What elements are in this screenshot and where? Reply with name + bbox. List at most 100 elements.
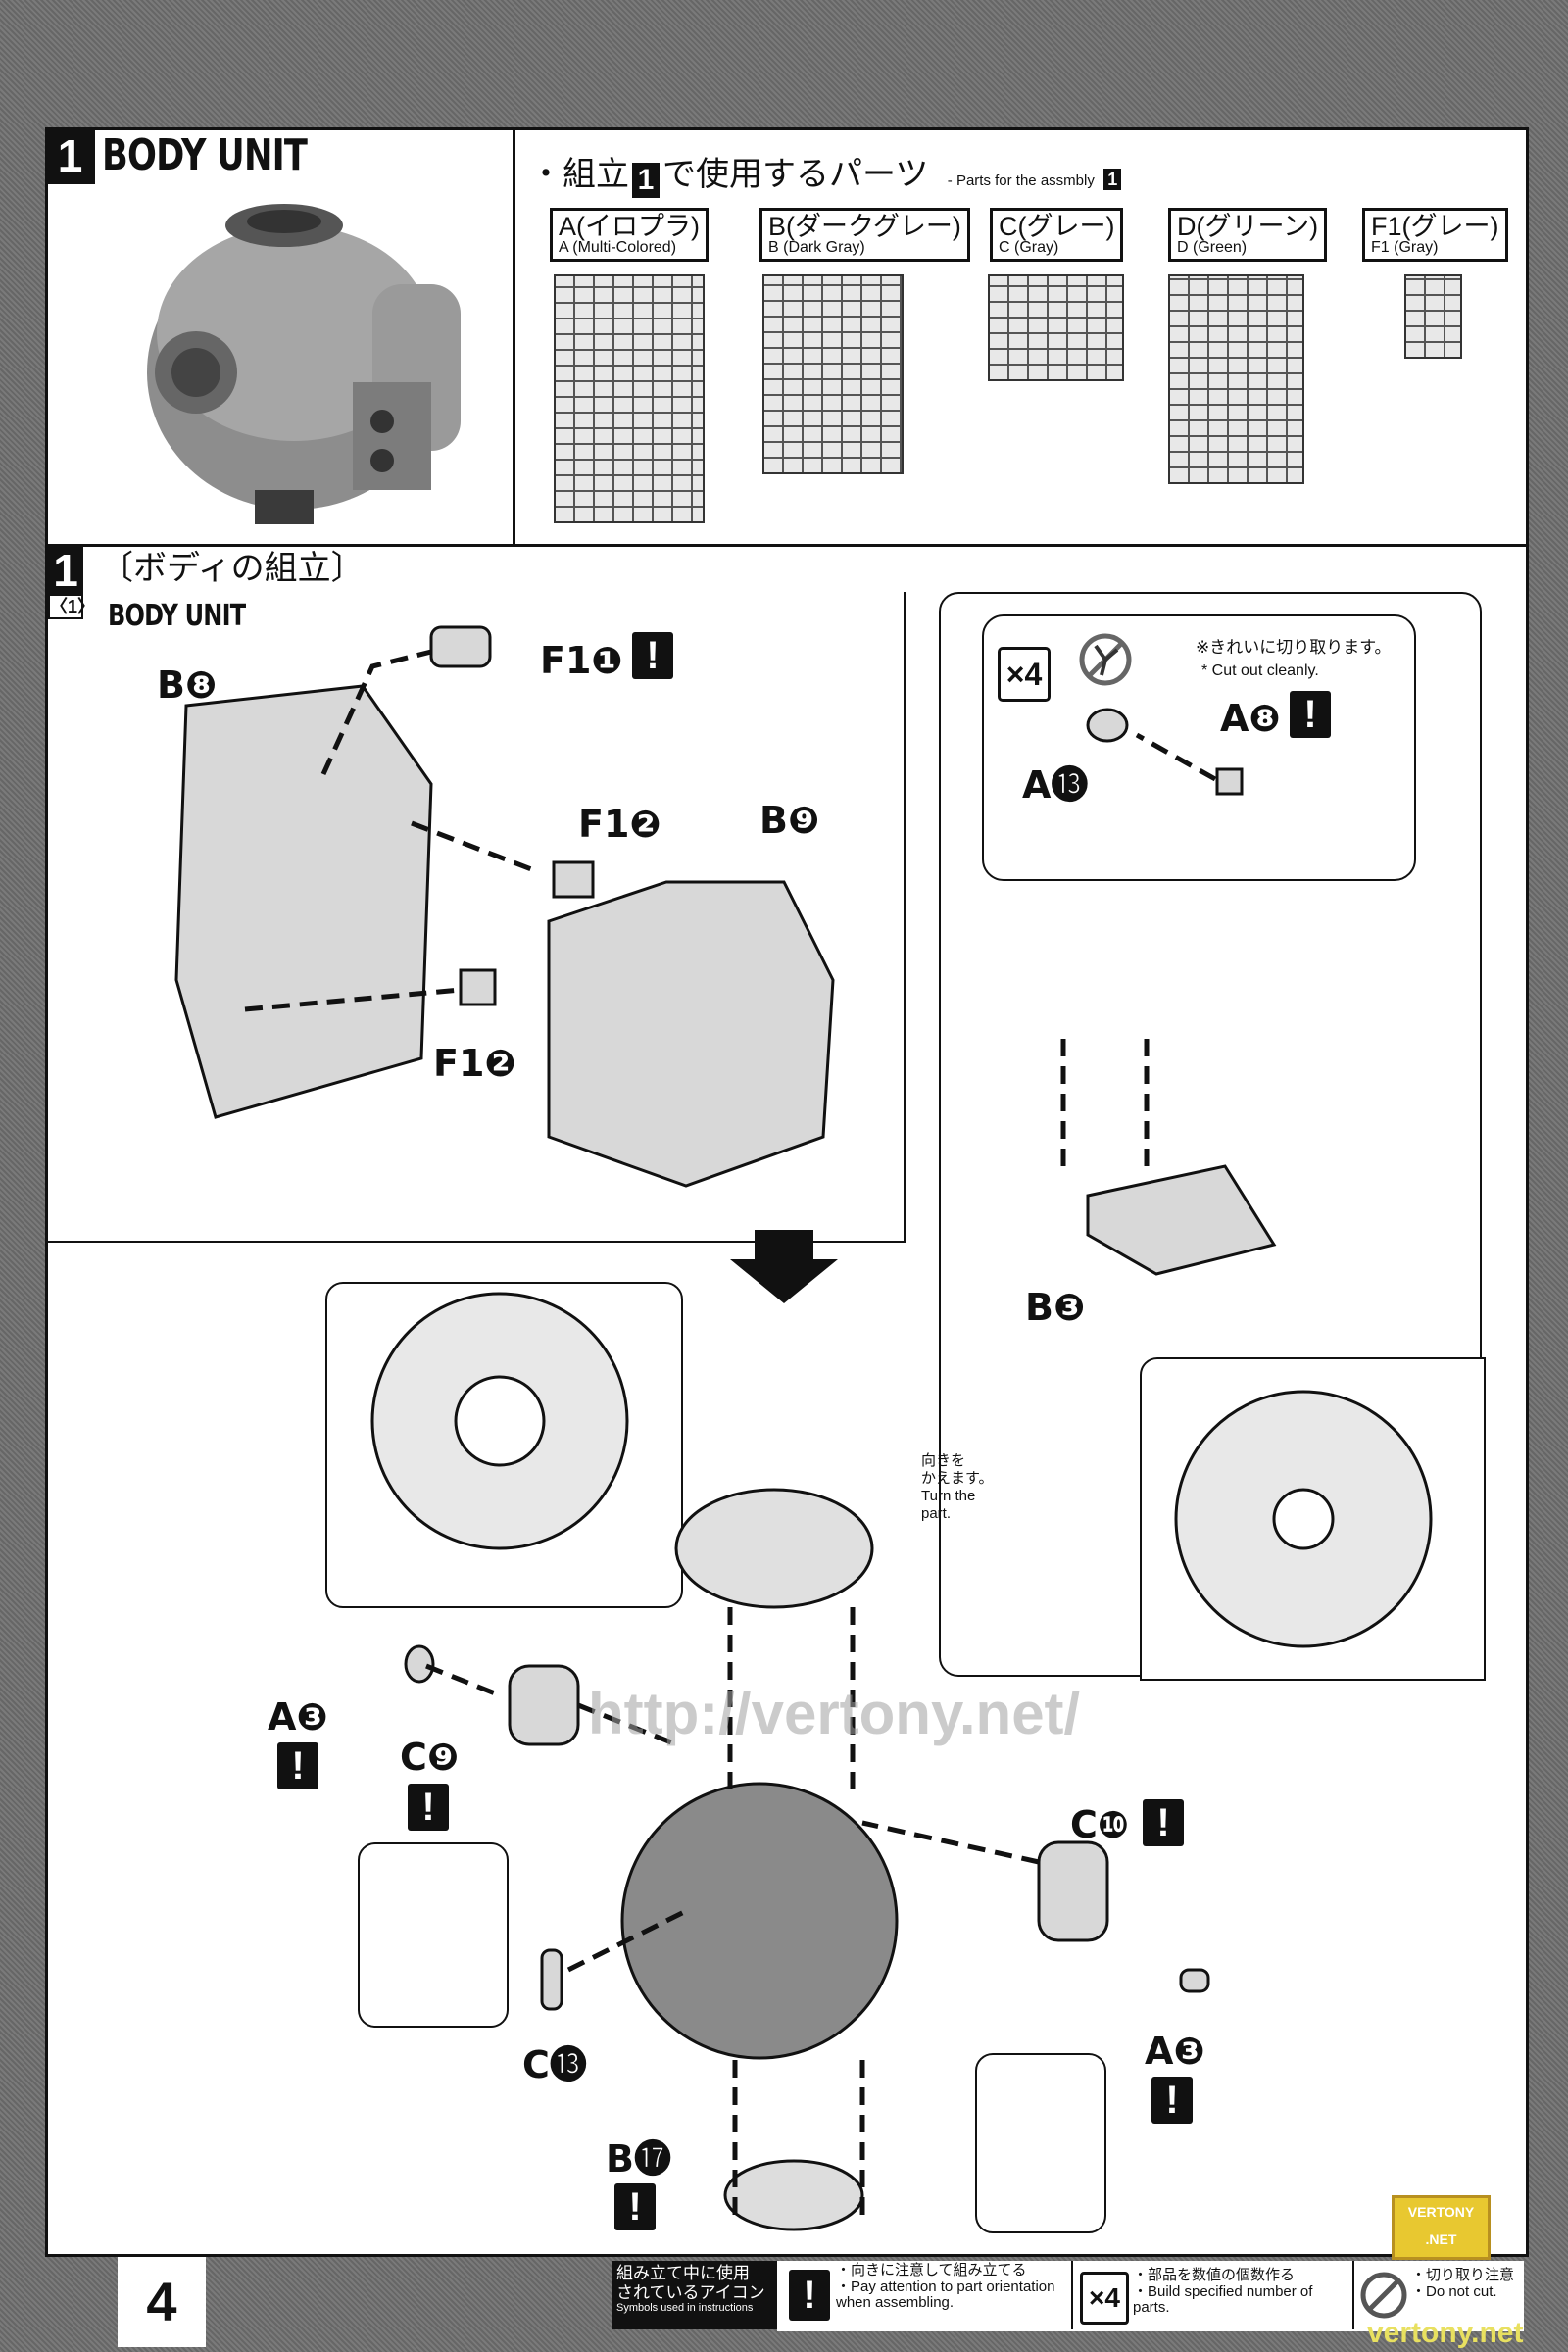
label-b9: B❾: [760, 799, 820, 842]
cut-note-en: * Cut out cleanly.: [1201, 662, 1319, 679]
a13-part: [1086, 708, 1129, 743]
sprue-a-image: [554, 274, 705, 523]
legend-en: when assembling.: [836, 2294, 955, 2311]
sprue-f1-image: [1404, 274, 1462, 359]
divider: [92, 130, 95, 181]
cut-note-jp: ※きれいに切り取ります。: [1196, 638, 1392, 657]
label-f1-2: F1❷: [578, 803, 662, 846]
divider: [1352, 2261, 1354, 2329]
legend-jp: ・部品を数値の個数作る: [1133, 2267, 1296, 2283]
plate-label-en: D (Green): [1177, 239, 1248, 257]
step-title-en: BODY UNIT: [108, 599, 246, 633]
b17-part: [723, 2159, 864, 2231]
header-title: BODY UNIT: [102, 130, 308, 180]
header-divider: [45, 544, 1529, 547]
plate-label-jp: C(グレー): [999, 212, 1115, 241]
parts-heading-step: 1: [632, 163, 660, 198]
legend-en: ・Do not cut.: [1411, 2282, 1497, 2300]
page-number: 4: [118, 2257, 206, 2347]
warning-icon: !: [408, 1784, 449, 1831]
warning-icon: !: [277, 1742, 318, 1789]
sprue-c-image: [988, 274, 1124, 381]
body-unit-render: [147, 204, 461, 524]
plate-c-label: C(グレー)C (Gray): [990, 208, 1124, 263]
cut-detail-panel: [982, 614, 1416, 881]
plate-label-jp: A(イロプラ): [559, 212, 700, 241]
divider: [48, 181, 95, 184]
label-a8: A❽: [1220, 697, 1281, 740]
flow-arrow-down: [730, 1230, 838, 1303]
plate-f1-label: F1(グレー)F1 (Gray): [1362, 208, 1508, 263]
label-b8: B❽: [157, 663, 218, 707]
parts-heading-suffix: で使用するパーツ: [662, 156, 929, 193]
plate-a-label: A(イロプラ)A (Multi-Colored): [550, 208, 709, 263]
turn-note-jp: 向きを: [921, 1452, 966, 1469]
a8-part: [1215, 767, 1244, 796]
plate-label-jp: F1(グレー): [1371, 212, 1499, 241]
turn-note: 向きを かえます。 Turn the part.: [921, 1452, 994, 1523]
plate-label-jp: B(ダークグレー): [768, 212, 961, 241]
warning-icon: !: [1152, 2077, 1193, 2124]
f1-1-part: [429, 625, 492, 668]
c9-part: [508, 1664, 580, 1746]
header-vertical-divider: [513, 127, 515, 544]
legend-en: ・Pay attention to part orientation: [836, 2278, 1055, 2295]
legend-title: 組み立て中に使用 されているアイコン Symbols used in instr…: [612, 2261, 777, 2329]
c10-detail: [975, 2053, 1106, 2233]
plate-label-en: A (Multi-Colored): [559, 239, 677, 257]
label-a13: A⓭: [1022, 763, 1089, 807]
warning-icon: !: [614, 2183, 656, 2230]
legend-item-count: ・部品を数値の個数作る・Build specified number of pa…: [1133, 2267, 1348, 2317]
a3-part: [1179, 1968, 1210, 1993]
legend-title-en: Symbols used in instructions: [616, 2302, 754, 2315]
label-a3: A❸: [1145, 2030, 1205, 2073]
b9-part: [547, 880, 835, 1188]
step-title-jp: 〔ボディの組立〕: [100, 550, 365, 587]
legend-item-no-cut: ・切り取り注意・Do not cut.: [1411, 2267, 1524, 2300]
watermark-site: vertony.net: [1367, 2317, 1524, 2349]
label-b3: B❸: [1025, 1286, 1086, 1329]
turn-note-en: Turn the: [921, 1488, 976, 1504]
panel-border: [45, 1241, 906, 1243]
sprue-b-image: [762, 274, 904, 474]
plate-label-en: F1 (Gray): [1371, 239, 1439, 257]
b3-part: [1086, 1164, 1277, 1276]
parts-heading-en-step: 1: [1103, 169, 1122, 190]
watermark-url: http://vertony.net/: [588, 1681, 1081, 1746]
b8-part: [174, 684, 433, 1119]
label-f1-1: F1❶: [540, 639, 623, 682]
f1-2-part: [459, 968, 497, 1006]
header-step-number: 1: [48, 130, 92, 181]
warning-icon: !: [632, 632, 673, 679]
count-badge: ×4: [998, 647, 1051, 702]
sprue-d-image: [1168, 274, 1304, 484]
label-a3: A❸: [268, 1695, 328, 1739]
turn-note-jp: かえます。: [921, 1470, 994, 1487]
divider: [1071, 2261, 1073, 2329]
turn-note-en: part.: [921, 1505, 952, 1522]
step-number: 1: [48, 547, 83, 594]
parts-heading-prefix: ・組立: [529, 156, 629, 193]
label-f1-2: F1❷: [433, 1042, 516, 1085]
panel-border: [904, 592, 906, 1242]
body-sphere-part: [620, 1782, 899, 2060]
legend-en: ・Build specified number of parts.: [1133, 2282, 1313, 2316]
legend-strip: [777, 2261, 1524, 2331]
parts-heading-en: - Parts for the assmbly: [947, 172, 1095, 189]
warning-icon: !: [1143, 1799, 1184, 1846]
no-cut-icon: [1360, 2272, 1407, 2319]
c10-part: [1037, 1840, 1109, 1942]
legend-item-orientation: ・向きに注意して組み立てる・Pay attention to part orie…: [836, 2262, 1065, 2312]
substep-number: 〈1〉: [48, 594, 95, 619]
f1-2-part: [552, 860, 595, 899]
turned-part: [674, 1488, 874, 1609]
no-cut-icon: [1079, 633, 1132, 686]
legend-jp: ・切り取り注意: [1411, 2267, 1515, 2283]
plate-b-label: B(ダークグレー)B (Dark Gray): [760, 208, 970, 263]
exclamation-icon: !: [789, 2270, 830, 2321]
a3-part: [404, 1644, 435, 1684]
warning-icon: !: [1290, 691, 1331, 738]
watermark-logo: VERTONY .NET: [1392, 2195, 1491, 2260]
